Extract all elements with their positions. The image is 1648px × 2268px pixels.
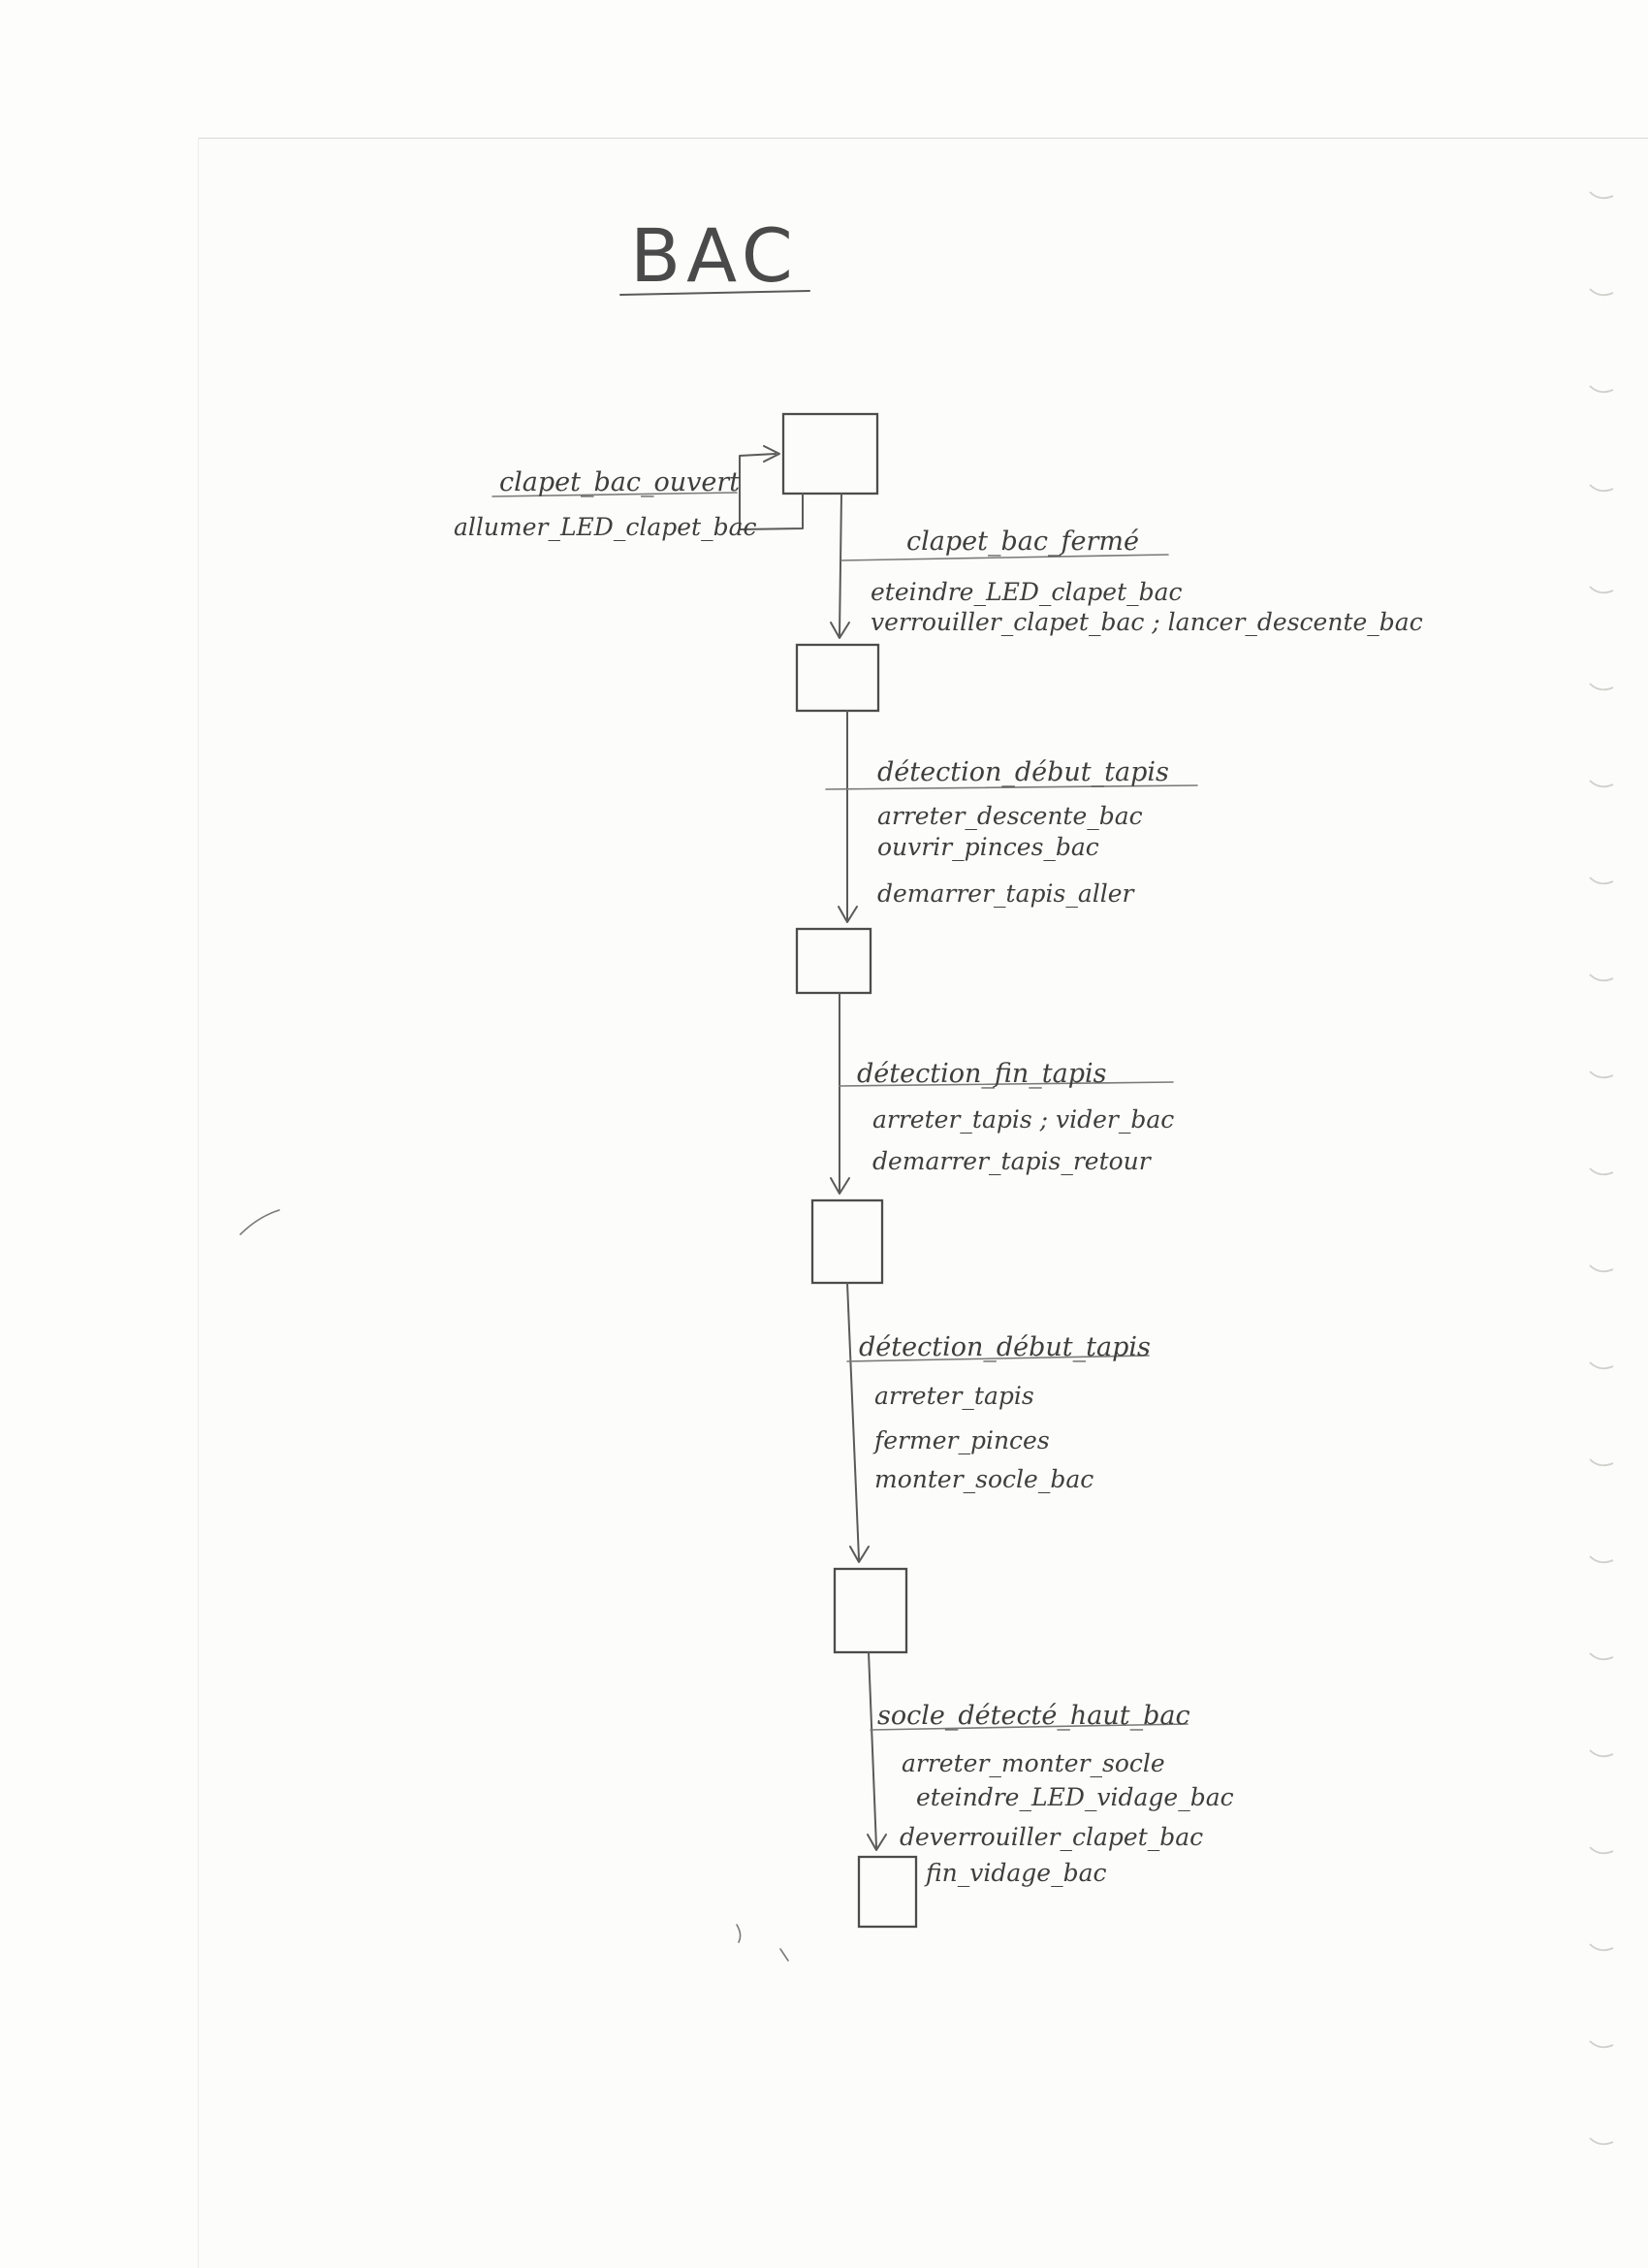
- transition-5-action-1: arreter_monter_socle: [902, 1749, 1165, 1777]
- state-3: [795, 927, 872, 995]
- transition-5: socle_détecté_haut_bac arreter_monter_so…: [867, 1651, 1234, 1887]
- paper-sheet: [199, 138, 1648, 2268]
- transition-1-action-1: eteindre_LED_clapet_bac: [871, 578, 1183, 606]
- transition-2-action-1: arreter_descente_bac: [877, 802, 1143, 830]
- binder-holes: [1589, 191, 1614, 2146]
- state-2: [795, 643, 880, 713]
- transition-4-event: détection_début_tapis: [859, 1332, 1151, 1362]
- transition-4-action-3: monter_socle_bac: [874, 1465, 1093, 1493]
- self-loop-action: allumer_LED_clapet_bac: [454, 513, 757, 541]
- pencil-marks: [239, 1209, 789, 1962]
- transition-1-action-2: verrouiller_clapet_bac ; lancer_descente…: [871, 608, 1423, 636]
- transition-4: détection_début_tapis arreter_tapis ferm…: [846, 1282, 1151, 1563]
- title-underline: [619, 290, 810, 296]
- self-loop-event: clapet_bac_ouvert: [499, 467, 740, 497]
- transition-5-action-4: fin_vidage_bac: [924, 1859, 1107, 1887]
- transition-2: détection_début_tapis arreter_descente_b…: [825, 710, 1198, 923]
- transition-5-action-3: deverrouiller_clapet_bac: [900, 1823, 1203, 1851]
- state-5: [833, 1567, 908, 1654]
- state-1: [781, 412, 879, 495]
- diagram-title: BAC: [630, 212, 799, 299]
- transition-2-action-3: demarrer_tapis_aller: [877, 879, 1136, 908]
- state-4: [810, 1198, 884, 1285]
- transition-2-action-2: ouvrir_pinces_bac: [877, 833, 1099, 861]
- transition-3: détection_fin_tapis arreter_tapis ; vide…: [830, 992, 1174, 1195]
- transition-5-action-2: eteindre_LED_vidage_bac: [916, 1783, 1234, 1811]
- self-loop: clapet_bac_ouvert allumer_LED_clapet_bac: [454, 445, 804, 541]
- transition-3-event: détection_fin_tapis: [857, 1059, 1106, 1089]
- state-6: [857, 1855, 918, 1929]
- transition-1-event: clapet_bac_fermé: [906, 527, 1139, 557]
- transition-4-action-2: fermer_pinces: [872, 1426, 1050, 1454]
- transition-2-event: détection_début_tapis: [877, 757, 1169, 787]
- transition-4-action-1: arreter_tapis: [874, 1382, 1034, 1410]
- transition-1: clapet_bac_fermé eteindre_LED_clapet_bac…: [830, 493, 1423, 639]
- transition-5-event: socle_détecté_haut_bac: [877, 1701, 1190, 1731]
- transition-3-action-2: demarrer_tapis_retour: [872, 1147, 1153, 1175]
- transition-3-action-1: arreter_tapis ; vider_bac: [872, 1105, 1174, 1134]
